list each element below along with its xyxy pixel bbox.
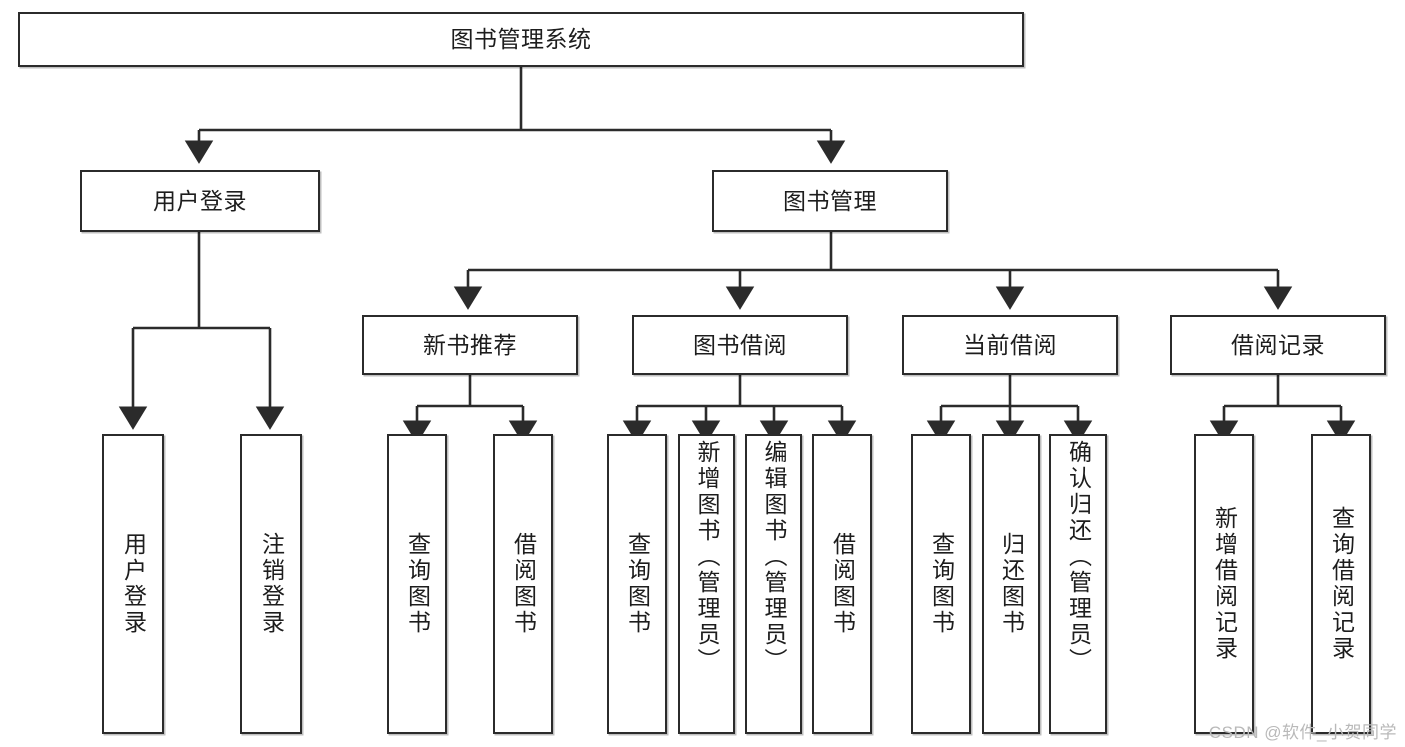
- node-borrow-record[interactable]: 借阅记录: [1170, 315, 1386, 375]
- node-leaf-return-book[interactable]: 归还图书: [982, 434, 1040, 734]
- node-root-library-management-system[interactable]: 图书管理系统: [18, 12, 1024, 67]
- node-leaf-borrow-book-2[interactable]: 借阅图书: [812, 434, 872, 734]
- node-label: 编辑图书（管理员）: [761, 440, 787, 674]
- node-leaf-logout[interactable]: 注销登录: [240, 434, 302, 734]
- watermark: CSDN @软件_小贺同学: [1208, 723, 1397, 742]
- node-book-management[interactable]: 图书管理: [712, 170, 948, 232]
- node-label: 新书推荐: [423, 331, 517, 358]
- node-label: 借阅记录: [1231, 331, 1325, 358]
- node-label: 借阅图书: [829, 532, 856, 636]
- node-leaf-confirm-return[interactable]: 确认归还（管理员）: [1049, 434, 1107, 734]
- node-label: 图书管理系统: [450, 26, 592, 53]
- node-label: 用户登录: [120, 532, 147, 636]
- node-leaf-add-book[interactable]: 新增图书（管理员）: [678, 434, 735, 734]
- node-label: 查询借阅记录: [1328, 506, 1355, 662]
- node-label: 归还图书: [998, 532, 1025, 636]
- node-label: 图书管理: [783, 187, 877, 214]
- node-label: 确认归还（管理员）: [1065, 440, 1092, 674]
- node-new-book-recommend[interactable]: 新书推荐: [362, 315, 578, 375]
- node-user-login[interactable]: 用户登录: [80, 170, 320, 232]
- node-label: 用户登录: [153, 187, 247, 214]
- node-leaf-query-book-2[interactable]: 查询图书: [607, 434, 667, 734]
- node-label: 查询图书: [404, 532, 431, 636]
- node-label: 当前借阅: [963, 331, 1057, 358]
- node-leaf-query-book-3[interactable]: 查询图书: [911, 434, 971, 734]
- node-label: 借阅图书: [510, 532, 537, 636]
- node-leaf-user-login[interactable]: 用户登录: [102, 434, 164, 734]
- node-leaf-borrow-book-1[interactable]: 借阅图书: [493, 434, 553, 734]
- node-label: 查询图书: [624, 532, 651, 636]
- node-label: 注销登录: [258, 532, 285, 636]
- node-label: 新增图书（管理员）: [694, 440, 720, 674]
- node-leaf-edit-book[interactable]: 编辑图书（管理员）: [745, 434, 802, 734]
- node-leaf-query-record[interactable]: 查询借阅记录: [1311, 434, 1371, 734]
- node-leaf-add-record[interactable]: 新增借阅记录: [1194, 434, 1254, 734]
- node-current-borrow[interactable]: 当前借阅: [902, 315, 1118, 375]
- node-label: 新增借阅记录: [1211, 506, 1238, 662]
- node-book-borrow[interactable]: 图书借阅: [632, 315, 848, 375]
- node-label: 查询图书: [928, 532, 955, 636]
- node-label: 图书借阅: [693, 331, 787, 358]
- node-leaf-query-book-1[interactable]: 查询图书: [387, 434, 447, 734]
